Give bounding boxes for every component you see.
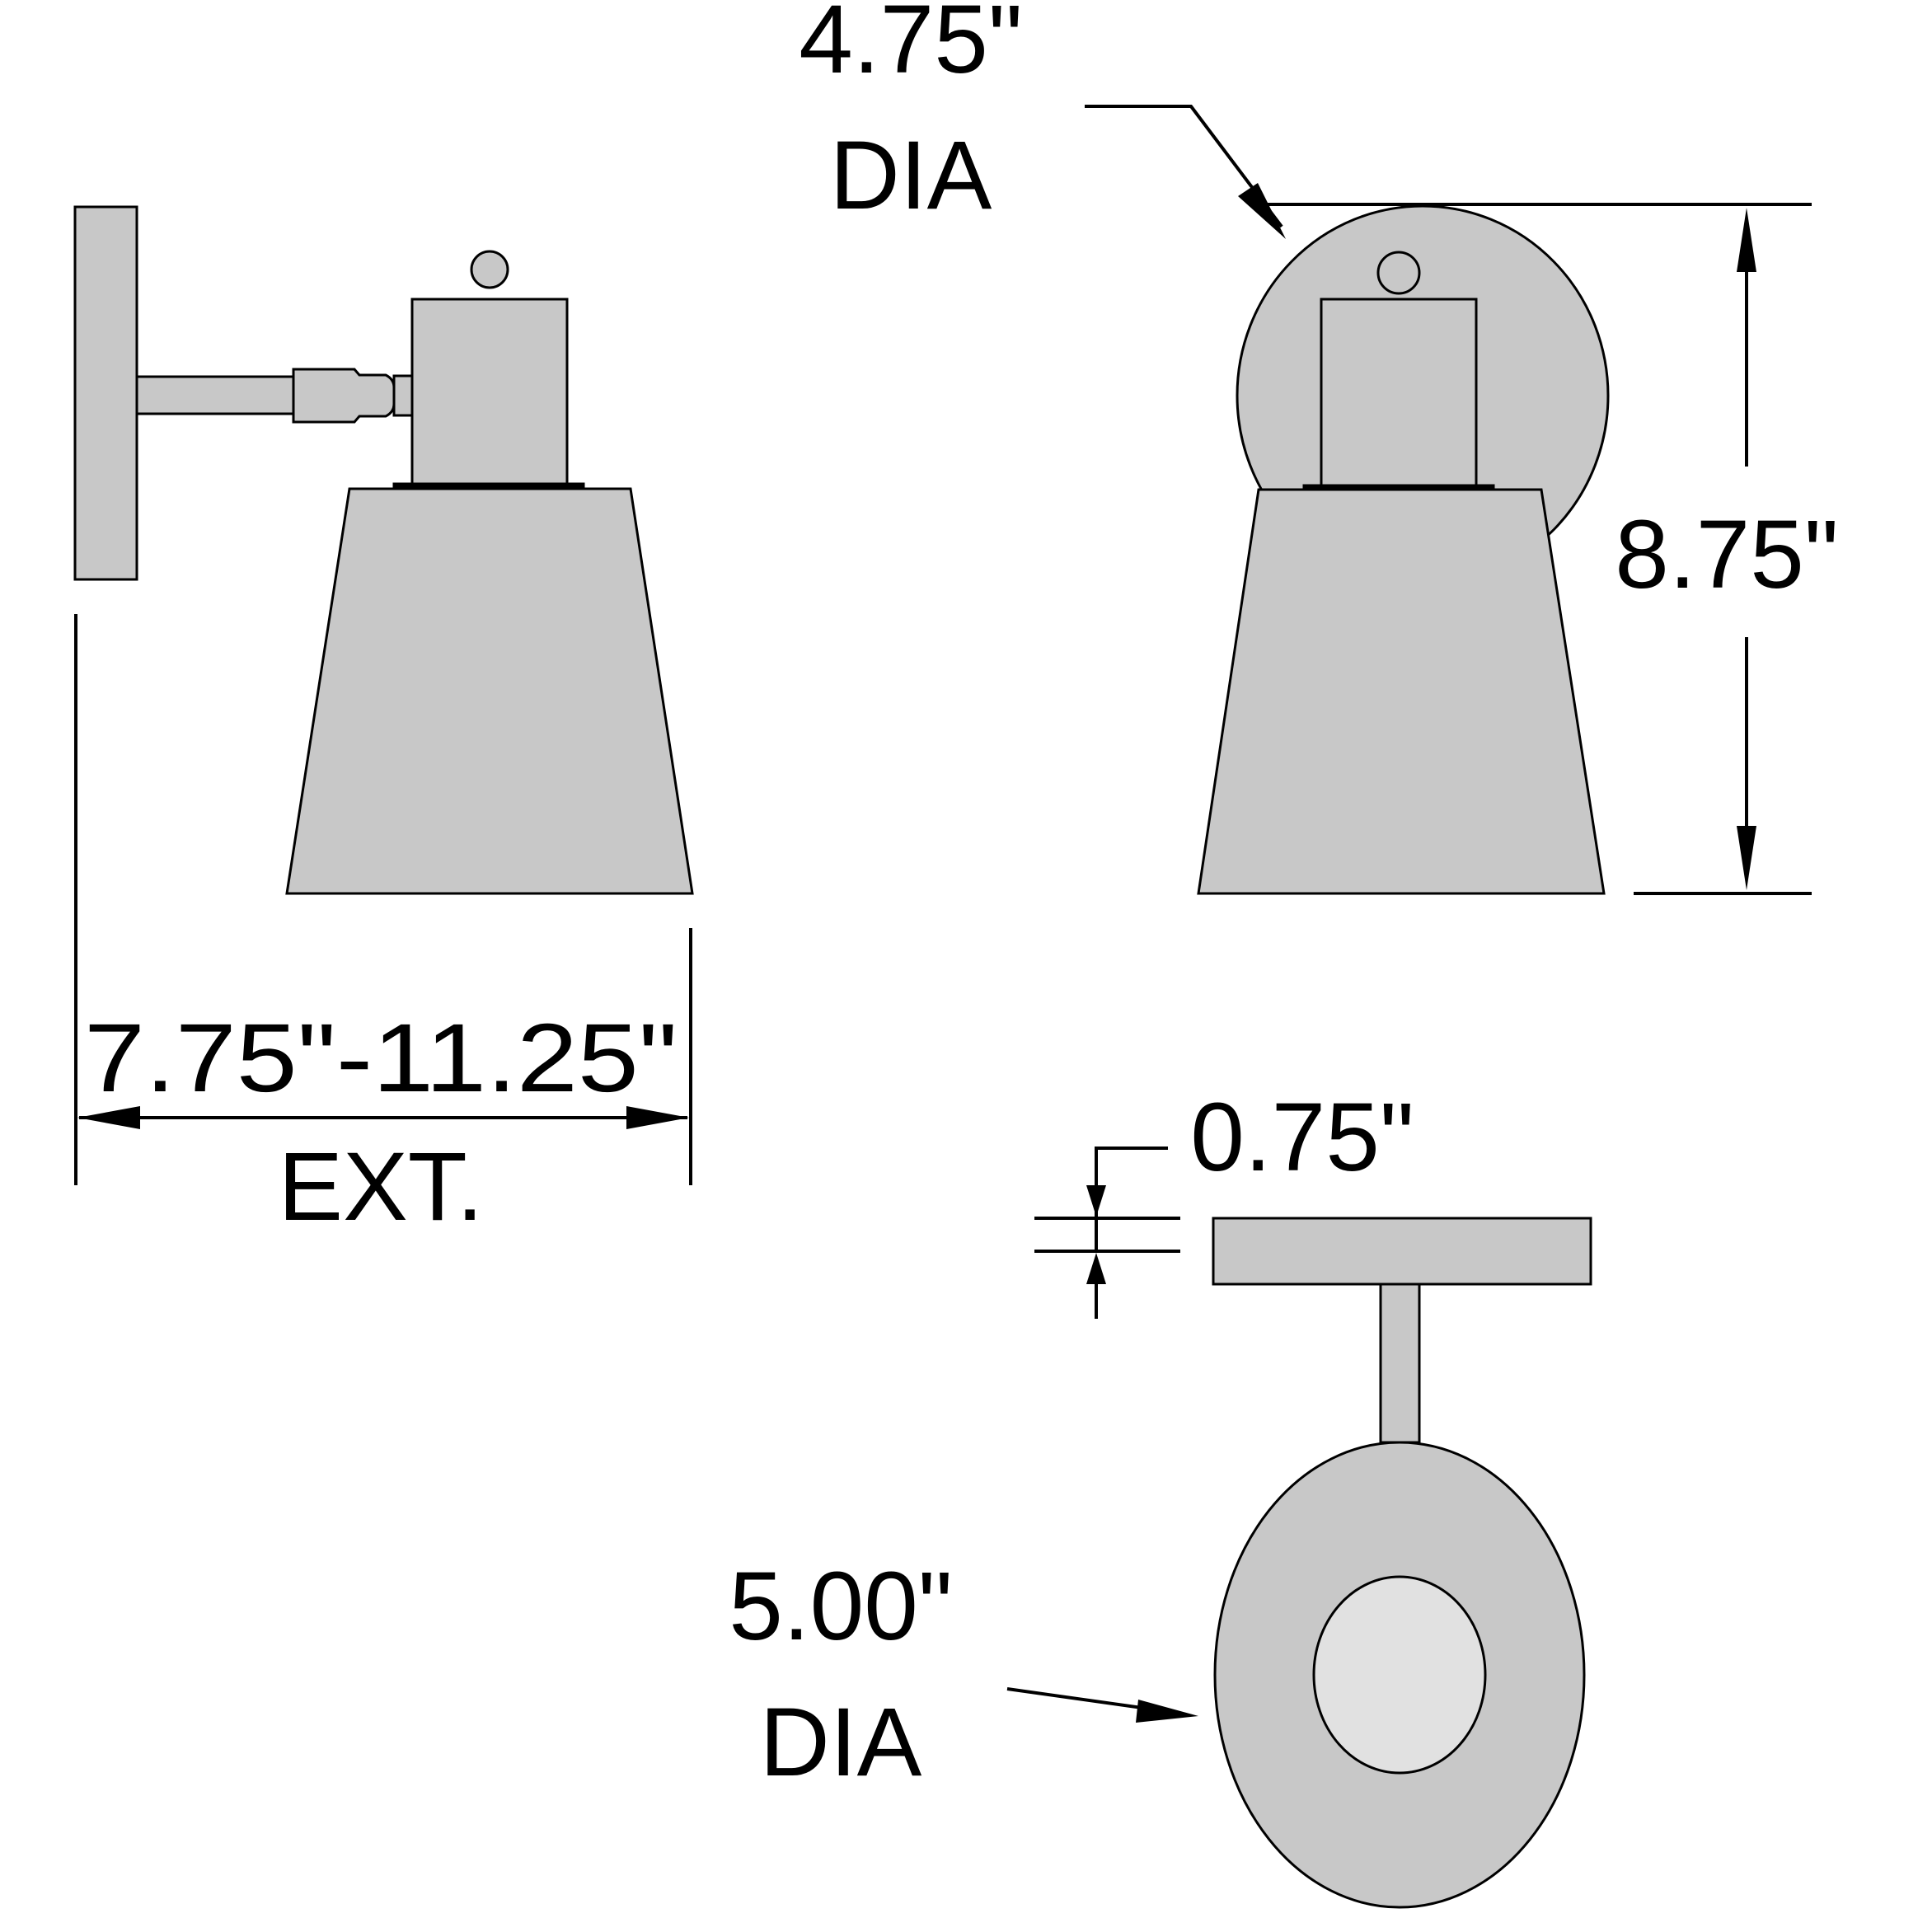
lens-opening	[1312, 1575, 1487, 1775]
shade-leader-arrowhead-icon	[1136, 1700, 1198, 1723]
height-arrow-up-icon	[1737, 208, 1756, 272]
height-dim-text: 8.75"	[1615, 500, 1839, 609]
shade-label-text: DIA	[760, 1688, 922, 1797]
socket-housing	[410, 298, 569, 490]
backplate-label-text: DIA	[830, 121, 992, 230]
depth-arrow-up-icon	[1086, 1253, 1106, 1284]
depth-dim-text: 0.75"	[1190, 1083, 1414, 1192]
depth-arrow-down-icon	[1086, 1185, 1106, 1217]
arm-stem	[1379, 1283, 1421, 1444]
backplate-dia-leader	[1085, 105, 1283, 228]
socket-housing-front	[1320, 298, 1478, 492]
backplate-dim-text: 4.75"	[799, 0, 1023, 94]
side-view	[73, 205, 694, 895]
front-view	[1197, 204, 1610, 895]
depth-dimension	[1034, 1147, 1180, 1319]
extension-dim-text: 7.75"-11.25"	[84, 1004, 678, 1113]
backplate-edge	[1212, 1217, 1592, 1286]
finial-knob	[470, 250, 509, 289]
extension-dimension	[74, 614, 692, 1185]
finial-knob-front	[1376, 251, 1421, 295]
shade-dim-text: 5.00"	[729, 1552, 953, 1661]
height-arrow-down-icon	[1737, 826, 1756, 890]
height-dimension	[1249, 203, 1812, 895]
arrowhead-right-icon	[626, 1106, 689, 1129]
lamp-shade	[285, 487, 694, 895]
arrowhead-left-icon	[77, 1106, 140, 1129]
wall-backplate	[73, 205, 138, 581]
arm-connector	[392, 374, 414, 417]
lamp-shade-front	[1197, 488, 1606, 895]
shade-dia-leader	[1006, 1687, 1155, 1711]
bottom-view	[1212, 1217, 1592, 1909]
arm-knuckle	[292, 368, 396, 424]
arm-rod	[135, 375, 295, 415]
extension-label-text: EXT.	[278, 1132, 483, 1241]
leader-arrowhead-icon	[1238, 183, 1286, 239]
